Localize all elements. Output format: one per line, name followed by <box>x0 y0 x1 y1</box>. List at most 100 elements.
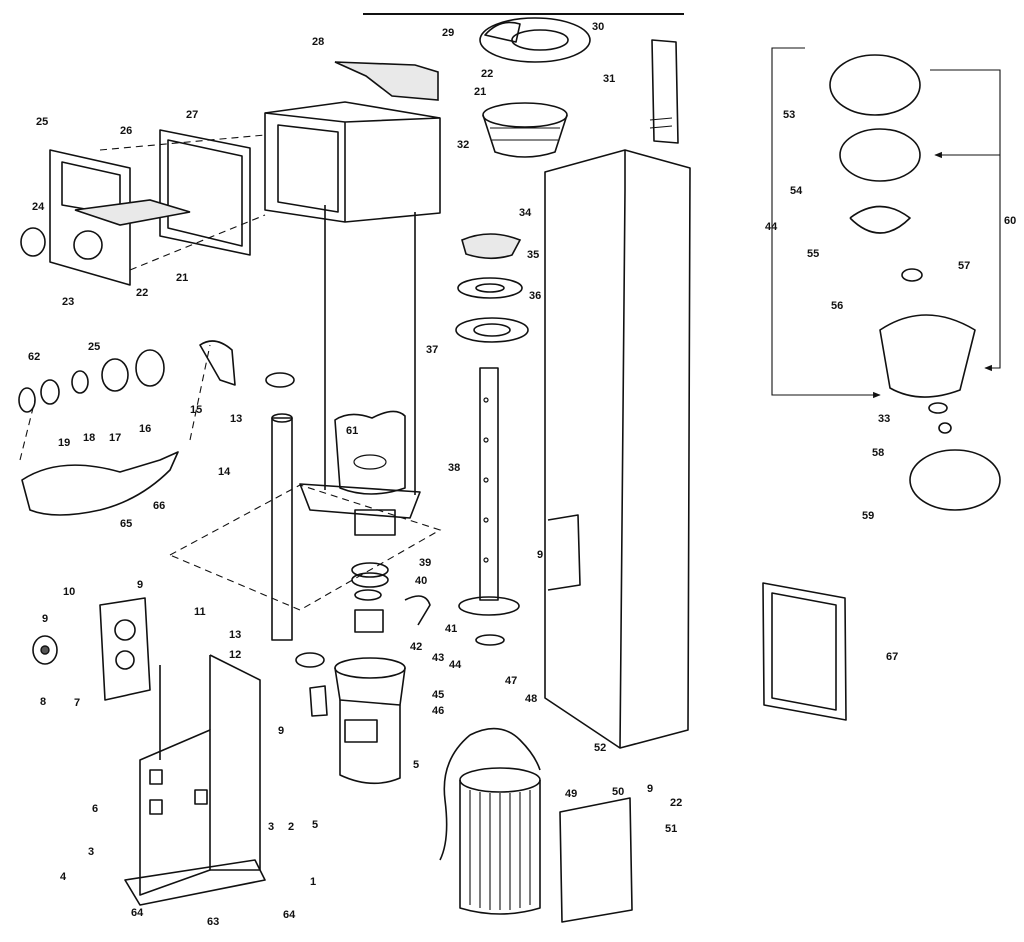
callout: 21 <box>474 86 486 98</box>
callout: 65 <box>120 518 132 530</box>
callout: 13 <box>229 629 241 641</box>
callout: 12 <box>229 649 241 661</box>
impeller-assembly <box>829 54 1001 511</box>
callout: 59 <box>862 510 874 522</box>
callout: 13 <box>230 413 242 425</box>
callout: 24 <box>32 201 45 213</box>
callout: 42 <box>410 641 422 653</box>
callout: 43 <box>432 652 444 664</box>
callout: 11 <box>194 606 206 618</box>
callout: 7 <box>74 697 80 709</box>
callout: 52 <box>594 742 606 754</box>
callout: 64 <box>283 909 296 921</box>
callout: 67 <box>886 651 898 663</box>
callout: 21 <box>176 272 188 284</box>
callout: 48 <box>525 693 537 705</box>
callout: 33 <box>878 413 890 425</box>
lid-part <box>334 61 439 101</box>
callout: 14 <box>218 466 231 478</box>
knob-part <box>32 635 58 665</box>
callout: 37 <box>426 344 438 356</box>
side-panel-part <box>762 582 847 721</box>
callout: 60 <box>1004 215 1016 227</box>
callout: 25 <box>88 341 100 353</box>
callout: 53 <box>783 109 795 121</box>
fittings-row-part <box>18 340 236 413</box>
mounting-bracket-part <box>124 654 266 906</box>
callout: 55 <box>807 248 819 260</box>
callout: 3 <box>88 846 94 858</box>
callout: 54 <box>790 185 803 197</box>
gaskets-part <box>455 233 529 343</box>
callout: 22 <box>136 287 148 299</box>
assembly-dashed-lines <box>19 134 442 611</box>
perforated-tube-part <box>458 367 520 616</box>
callout: 50 <box>612 786 624 798</box>
collection-bag-part <box>21 451 179 516</box>
callout: 66 <box>153 500 165 512</box>
callout: 38 <box>448 462 460 474</box>
callout: 62 <box>28 351 40 363</box>
callout: 57 <box>958 260 970 272</box>
top-cover-part <box>479 17 591 63</box>
clamp-part <box>265 372 295 388</box>
callout: 44 <box>765 221 778 233</box>
callout: 64 <box>131 907 144 919</box>
callout: 23 <box>62 296 74 308</box>
callout: 31 <box>603 73 615 85</box>
callout: 28 <box>312 36 324 48</box>
callout: 25 <box>36 116 48 128</box>
callout: 61 <box>346 425 358 437</box>
gasket-frame-part <box>159 129 251 256</box>
callout: 22 <box>481 68 493 80</box>
flap-part <box>74 199 191 226</box>
callout-labels: 1 2 3 3 4 5 5 6 7 8 9 9 9 9 9 10 11 12 1… <box>28 21 1016 928</box>
callout: 58 <box>872 447 884 459</box>
callout: 40 <box>415 575 427 587</box>
strainer-basket-part <box>482 102 568 158</box>
callout: 4 <box>60 871 67 883</box>
callout: 63 <box>207 916 219 928</box>
group-bracket-44 <box>771 47 881 399</box>
callout: 29 <box>442 27 454 39</box>
callout: 9 <box>537 549 543 561</box>
tube-part <box>271 413 293 641</box>
callout: 15 <box>190 404 202 416</box>
callout: 26 <box>120 125 132 137</box>
callout: 51 <box>665 823 677 835</box>
handle-part <box>20 227 46 257</box>
callout: 32 <box>457 139 469 151</box>
callout: 56 <box>831 300 843 312</box>
callout: 34 <box>519 207 532 219</box>
callout: 22 <box>670 797 682 809</box>
callout: 9 <box>647 783 653 795</box>
motor-part <box>309 657 406 785</box>
callout: 49 <box>565 788 577 800</box>
callout: 9 <box>137 579 143 591</box>
callout: 19 <box>58 437 70 449</box>
callout: 5 <box>312 819 318 831</box>
bearing-parts <box>351 562 505 646</box>
callout: 8 <box>40 696 46 708</box>
callout: 39 <box>419 557 431 569</box>
clamp-part-lower <box>295 652 325 668</box>
callout: 2 <box>288 821 294 833</box>
callout: 44 <box>449 659 462 671</box>
callout: 9 <box>278 725 284 737</box>
callout: 5 <box>413 759 419 771</box>
callout: 16 <box>139 423 151 435</box>
callout: 17 <box>109 432 121 444</box>
callout: 46 <box>432 705 444 717</box>
callout: 45 <box>432 689 444 701</box>
switch-plate-part <box>99 597 151 701</box>
callout: 9 <box>42 613 48 625</box>
callout: 6 <box>92 803 98 815</box>
cabinet-housing <box>264 101 441 536</box>
callout: 10 <box>63 586 75 598</box>
callout: 30 <box>592 21 604 33</box>
pipe-part <box>649 39 679 144</box>
callout: 27 <box>186 109 198 121</box>
callout: 41 <box>445 623 457 635</box>
callout: 18 <box>83 432 95 444</box>
